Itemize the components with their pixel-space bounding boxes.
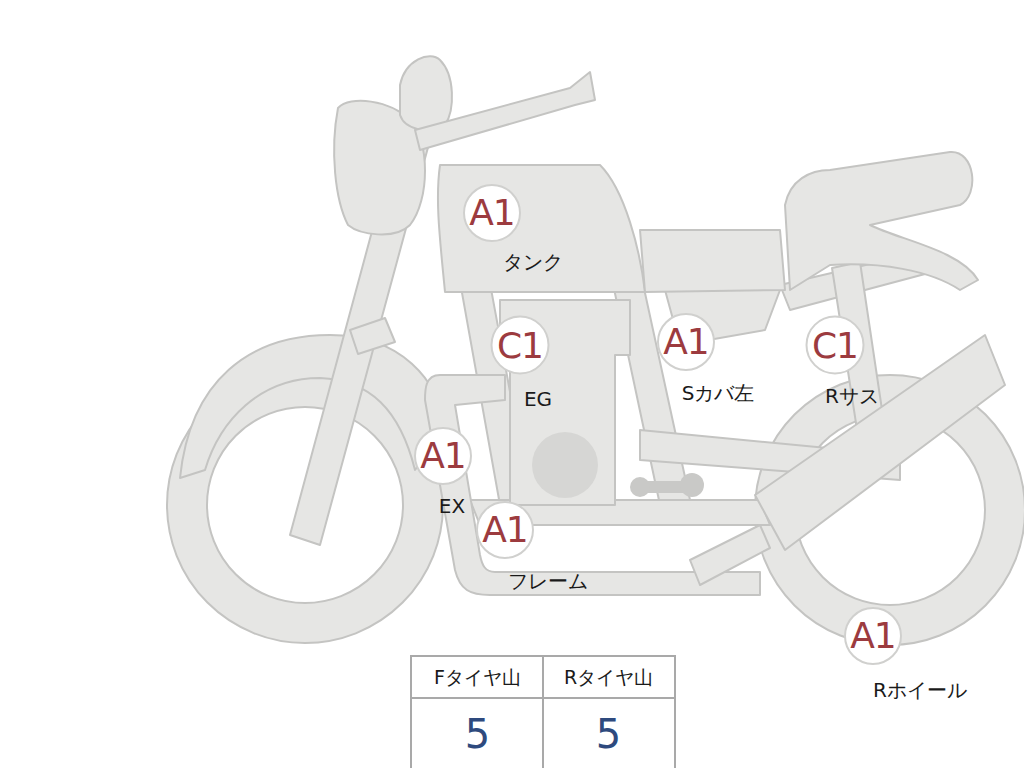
grade-code: A1 (482, 512, 528, 548)
grade-code: A1 (663, 324, 709, 360)
part-name: Rホイール (873, 679, 967, 701)
meter (400, 56, 452, 130)
exhaust-joint (690, 525, 770, 585)
table-header: Fタイヤ山 (412, 657, 543, 698)
grade-code: C1 (812, 327, 858, 363)
grade-circle: C1 (491, 316, 550, 375)
header-text: Fタイヤ山 (434, 665, 521, 691)
tread-table: Fタイヤ山 Rタイヤ山 5 5 (410, 655, 676, 768)
part-name: タンク (503, 251, 563, 273)
grade-code: A1 (850, 618, 896, 654)
fuel-tank (438, 165, 645, 292)
part-name: EG (524, 388, 552, 410)
table-value: 5 (412, 699, 543, 768)
value-text: 5 (465, 711, 490, 757)
table-header: Rタイヤ山 (543, 657, 674, 698)
grade-code: A1 (420, 438, 466, 474)
grade-circle: A1 (414, 427, 472, 485)
part-name: Sカバ左 (682, 382, 755, 404)
part-name: フレーム (508, 570, 588, 592)
header-text: Rタイヤ山 (564, 665, 653, 691)
footpeg-end (630, 477, 650, 497)
fork-clamp (350, 318, 395, 354)
grade-code: A1 (469, 195, 515, 231)
handlebar (415, 72, 595, 150)
grade-circle: A1 (463, 184, 521, 242)
grade-circle: C1 (806, 316, 865, 375)
grade-circle: A1 (844, 607, 902, 665)
grade-circle: A1 (476, 501, 534, 559)
part-name: Rサス (825, 385, 879, 407)
table-value: 5 (543, 699, 674, 768)
engine-cover (532, 432, 598, 498)
seat-front (640, 230, 785, 292)
footpeg-mount (680, 473, 704, 497)
value-text: 5 (596, 711, 621, 757)
grade-code: C1 (497, 327, 543, 363)
grade-circle: A1 (657, 313, 715, 371)
part-name: EX (439, 495, 465, 517)
seat-rear (785, 152, 978, 290)
muffler (755, 335, 1005, 550)
